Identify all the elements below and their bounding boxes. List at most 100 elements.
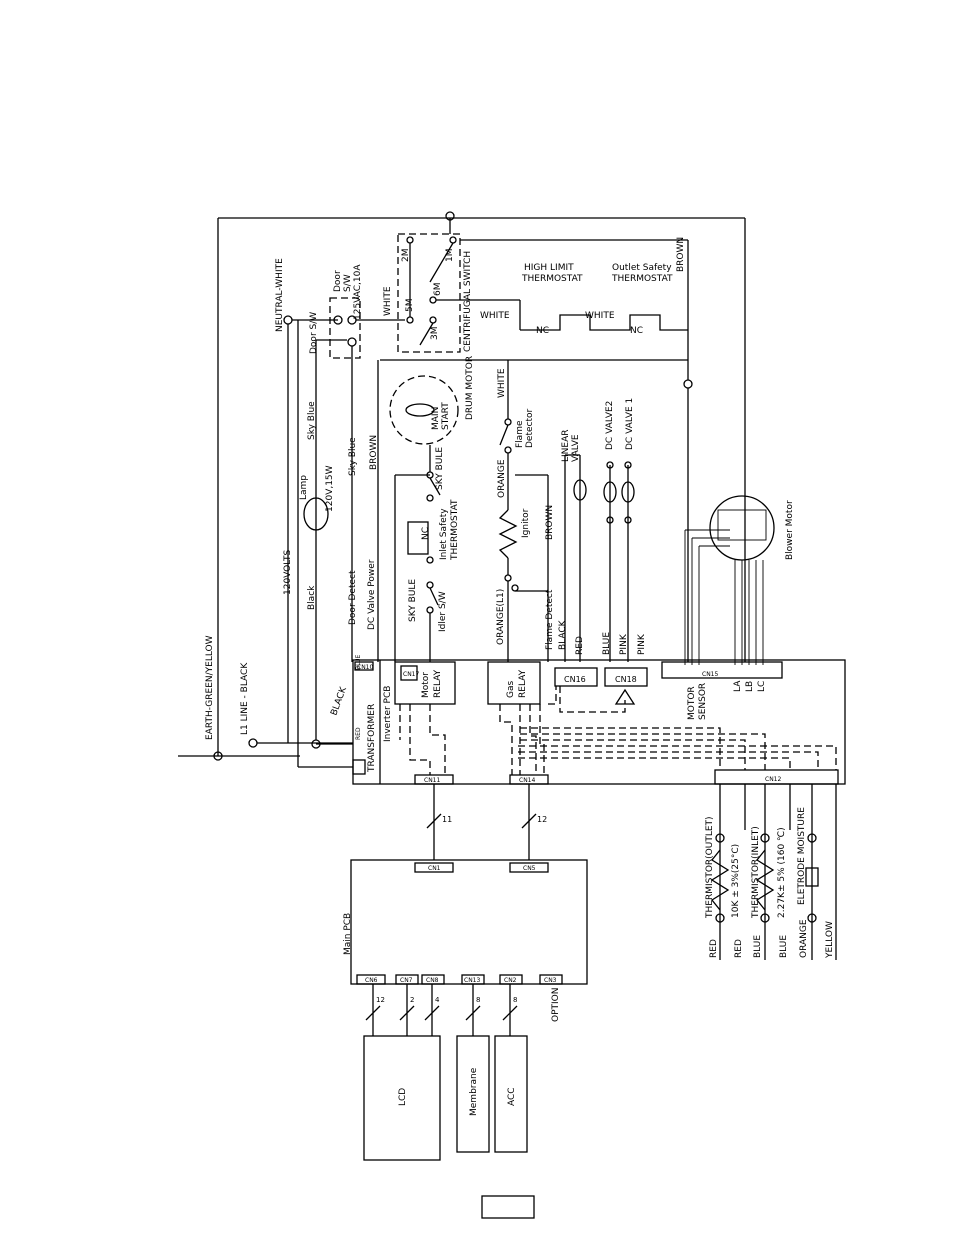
earth-label: EARTH-GREEN/YELLOW [205, 635, 215, 740]
high-limit-b: THERMOSTAT [521, 274, 583, 284]
cn7-label: CN7 [400, 977, 413, 984]
lcd-label: LCD [398, 1088, 408, 1106]
blue1-label: BLUE [602, 632, 612, 655]
centrifugal-switch: 2M 1M 5M 6M 3M CENTRIFUGAL SWITCH [397, 211, 520, 353]
sky-blue2-label: Sky Blue [348, 437, 358, 476]
b12-label: 12 [376, 996, 385, 1004]
brown1-label: BROWN [369, 435, 379, 470]
black1-label: Black [307, 585, 317, 610]
high-limit-a: HIGH LIMIT [524, 263, 574, 273]
yellow1-label: YELLOW [825, 921, 835, 959]
power-labels: EARTH-GREEN/YELLOW L1 LINE - BLACK NEUTR… [205, 258, 393, 740]
nc2-label: NC [536, 326, 549, 336]
sky-bule1-label: SKY BULE [435, 447, 445, 490]
cn12-label: CN12 [765, 776, 781, 783]
main-label: MAIN [431, 407, 441, 430]
valves: LINEAR VALVE DC VALVE2 DC VALVE 1 BLACK … [558, 398, 647, 662]
limit-thermostats: HIGH LIMIT THERMOSTAT Outlet Safety THER… [460, 237, 693, 662]
cn18-label: CN18 [615, 675, 637, 684]
thermistor-inlet-label: THERMISTOR(INLET) [751, 826, 761, 919]
red-small-label: RED [355, 727, 362, 740]
dc-valve-power-label: DC Valve Power [367, 559, 377, 630]
lamp-label: Lamp [299, 475, 309, 500]
cn11-label: CN11 [424, 777, 440, 784]
c6m-label: 6M [433, 283, 443, 297]
blower-motor: Blower Motor [684, 495, 795, 665]
ignitor-label: Ignitor [521, 508, 531, 538]
dc-valve1-label: DC VALVE 1 [625, 398, 635, 450]
lc-label: LC [757, 681, 767, 692]
la-label: LA [733, 680, 743, 692]
eletrode-label: ELETRODE MOISTURE [797, 807, 807, 905]
option-label: OPTION [551, 988, 561, 1022]
b4-label: 4 [435, 996, 440, 1004]
cn6-label: CN6 [365, 977, 378, 984]
cn16-label: CN16 [564, 675, 586, 684]
b2-label: 2 [410, 996, 414, 1004]
motor-sensor-a: MOTOR [687, 686, 697, 720]
blue-small-label: BLUE [355, 654, 362, 670]
flame-detector-b: Detector [525, 408, 535, 448]
linear-valve-a: LINEAR [561, 430, 571, 463]
door-detect-label: Door Detect [348, 570, 358, 625]
white1-label: WHITE [383, 286, 393, 316]
pink2-label: PINK [637, 633, 647, 655]
cn17-label: CN17 [403, 671, 419, 678]
inverter-pcb-label: Inverter PCB [383, 686, 393, 742]
volts-label: 120VOLTS [283, 549, 293, 595]
ignitor-flame: WHITE Flame Detector ORANGE Ignitor ORAN… [496, 360, 555, 662]
red2-label: RED [709, 939, 719, 958]
main-pcb: 11 12 Main PCB CN1 CN5 CN6 CN7 CN8 CN13 … [343, 784, 588, 1219]
black3-label: BLACK [558, 619, 568, 650]
bus12-label: 12 [537, 815, 547, 824]
gas-relay-a: Gas [506, 681, 516, 698]
drum-motor-label: DRUM MOTOR [465, 356, 475, 420]
transformer-label: TRANSFORMER [367, 704, 377, 773]
inverter-pcb: TRANSFORMER Inverter PCB Motor RELAY Gas… [352, 654, 846, 785]
membrane-label: Membrane [469, 1067, 479, 1116]
sky-bule2-label: SKY BULE [408, 579, 418, 622]
black2-label: BLACK [329, 685, 349, 717]
brown2-label: BROWN [676, 237, 686, 272]
neutral-label: NEUTRAL-WHITE [275, 258, 285, 332]
power-wiring [178, 217, 746, 768]
centrifugal-label: CENTRIFUGAL SWITCH [463, 251, 473, 352]
outlet-safety-a: Outlet Safety [612, 263, 672, 273]
thermistor-inlet-val: 2.27K± 5% (160 ℃) [777, 827, 787, 918]
white2-label: WHITE [480, 311, 510, 321]
c1m-label: 1M [445, 249, 455, 263]
door-rating-label: 125VAC,10A [353, 264, 363, 320]
start-label: START [441, 402, 451, 430]
inlet-safety-b: THERMOSTAT [450, 499, 460, 561]
sky-blue1-label: Sky Blue [307, 401, 317, 440]
outlet-safety-b: THERMOSTAT [611, 274, 673, 284]
drum-motor: MAIN START DRUM MOTOR [380, 356, 688, 445]
flame-detect-label: Flame Detect [545, 589, 555, 650]
door-sw2-a: Door [333, 270, 343, 292]
orange-l1-label: ORANGE(L1) [496, 589, 506, 645]
flame-detector-a: Flame [515, 420, 525, 448]
l1-label: L1 LINE - BLACK [240, 662, 250, 735]
nc1-label: NC [421, 527, 431, 540]
idler-sw-label: Idler S/W [438, 591, 448, 632]
cn8-label: CN8 [426, 977, 439, 984]
cn3-label: CN3 [544, 977, 557, 984]
cn15-label: CN15 [702, 671, 718, 678]
idler-inlet: NC Inlet Safety THERMOSTAT SKY BULE Idle… [377, 360, 460, 662]
cn13-label: CN13 [464, 977, 480, 984]
linear-valve-b: VALVE [571, 434, 581, 462]
cn5-label: CN5 [523, 865, 536, 872]
red3-label: RED [734, 939, 744, 958]
white3-label: WHITE [585, 311, 615, 321]
blower-motor-label: Blower Motor [785, 500, 795, 560]
dc-valve2-label: DC VALVE2 [605, 401, 615, 450]
bus11-label: 11 [442, 815, 452, 824]
blue2-label: BLUE [753, 935, 763, 958]
b8a-label: 8 [476, 996, 480, 1004]
door-sw-label: Door S/W [309, 312, 319, 354]
orange1-label: ORANGE [497, 459, 507, 498]
cn14-label: CN14 [519, 777, 535, 784]
lamp-rating-label: 120V,15W [325, 465, 335, 512]
thermistors: THERMISTOR(OUTLET) 10K ± 3%(25°C) THERMI… [705, 784, 837, 960]
